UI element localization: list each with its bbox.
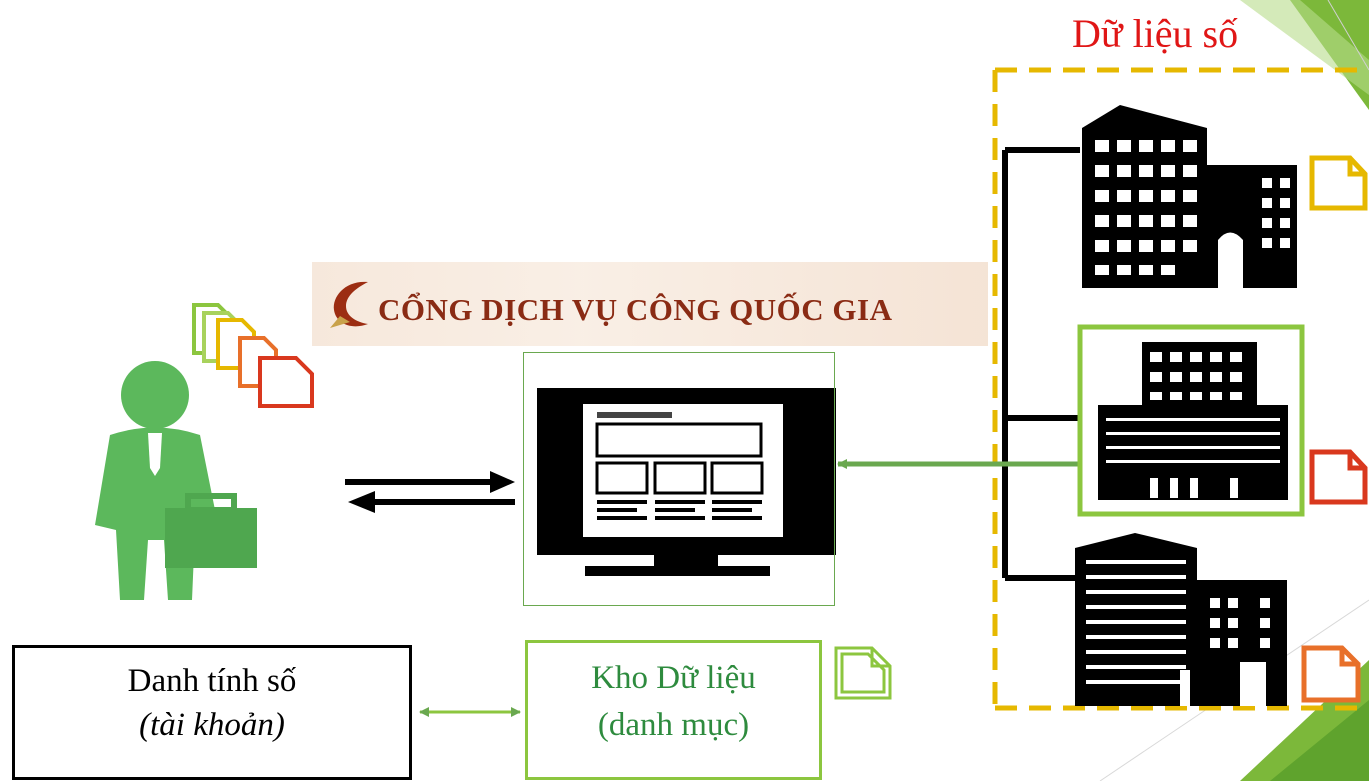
corner-triangle-bottom-dark [1270,700,1369,781]
digital-data-frame [992,67,1369,711]
corner-line-top [1327,0,1369,71]
digital-identity-box [12,645,412,780]
data-catalog-sublabel: (danh mục) [597,707,750,743]
arrow-left-icon [348,491,375,513]
document-icon [1309,155,1368,211]
computer-monitor-icon [537,388,836,576]
data-catalog-label: Kho Dữ liệu [591,660,756,696]
digital-identity-label: Danh tính số [127,663,297,699]
digital-data-title: Dữ liệu số [1072,11,1239,56]
document-icon [1309,449,1368,505]
building-highlighted-icon [1077,324,1305,517]
document-icon [1301,645,1361,703]
portal-logo-icon [330,281,368,328]
building-connector [1002,147,1080,581]
portal-banner [312,262,988,346]
arrow-right-icon [490,471,515,493]
monitor-frame [523,352,835,606]
document-stack-icon [192,303,314,408]
exchange-arrows [345,471,515,513]
building-icon [1082,105,1297,288]
building-icon [1075,533,1287,706]
data-catalog-box [525,640,822,780]
person-icon [95,361,257,600]
digital-identity-sublabel: (tài khoản) [139,707,285,743]
catalog-document-icon [834,646,892,700]
portal-banner-text: CỔNG DỊCH VỤ CÔNG QUỐC GIA [378,292,893,327]
